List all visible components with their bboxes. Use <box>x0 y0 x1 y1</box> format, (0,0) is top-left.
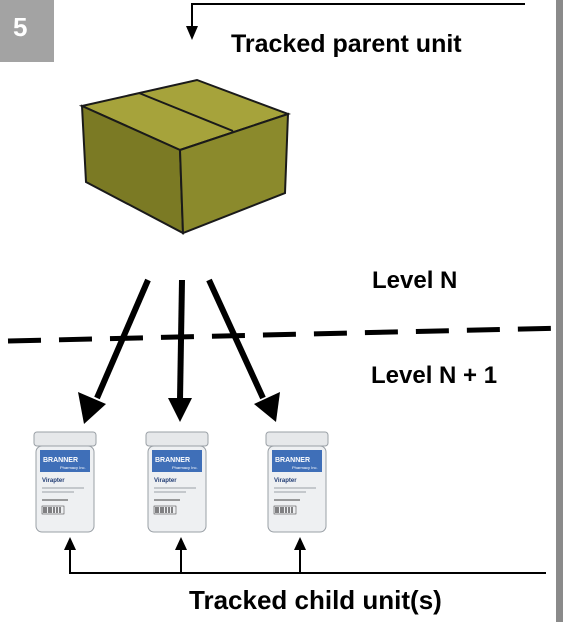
svg-text:Virapter: Virapter <box>274 478 297 484</box>
parent-feed-arrow <box>186 3 525 40</box>
child-jar-1: BRANNER Pharmacy Inc. Virapter <box>33 431 97 533</box>
right-divider <box>556 0 563 622</box>
child-units-label: Tracked child unit(s) <box>189 585 442 615</box>
arrow-to-child-1 <box>78 278 151 424</box>
child-arrows <box>78 278 280 424</box>
up-arrow-2 <box>175 537 187 550</box>
child-tracking-bracket <box>64 537 546 574</box>
child-jar-3: BRANNER Pharmacy Inc. Virapter <box>265 431 329 533</box>
svg-text:Pharmacy Inc.: Pharmacy Inc. <box>172 465 198 470</box>
svg-text:Virapter: Virapter <box>154 478 177 484</box>
level-divider-dashed <box>7 325 566 344</box>
up-arrow-1 <box>64 537 76 550</box>
level-n-plus-1-label: Level N + 1 <box>371 362 498 389</box>
svg-text:Pharmacy Inc.: Pharmacy Inc. <box>60 465 86 470</box>
step-number-badge: 5 <box>0 0 54 62</box>
svg-text:BRANNER: BRANNER <box>275 457 310 464</box>
svg-text:BRANNER: BRANNER <box>155 457 190 464</box>
svg-text:Pharmacy Inc.: Pharmacy Inc. <box>292 465 318 470</box>
child-jar-2: BRANNER Pharmacy Inc. Virapter <box>145 431 209 533</box>
parent-box-icon <box>78 78 292 235</box>
parent-unit-label: Tracked parent unit <box>231 30 462 58</box>
arrow-to-child-3 <box>206 278 280 422</box>
up-arrow-3 <box>294 537 306 550</box>
arrow-to-child-2 <box>168 279 192 422</box>
level-n-label: Level N <box>372 267 458 294</box>
svg-text:Virapter: Virapter <box>42 478 65 484</box>
svg-text:BRANNER: BRANNER <box>43 457 78 464</box>
